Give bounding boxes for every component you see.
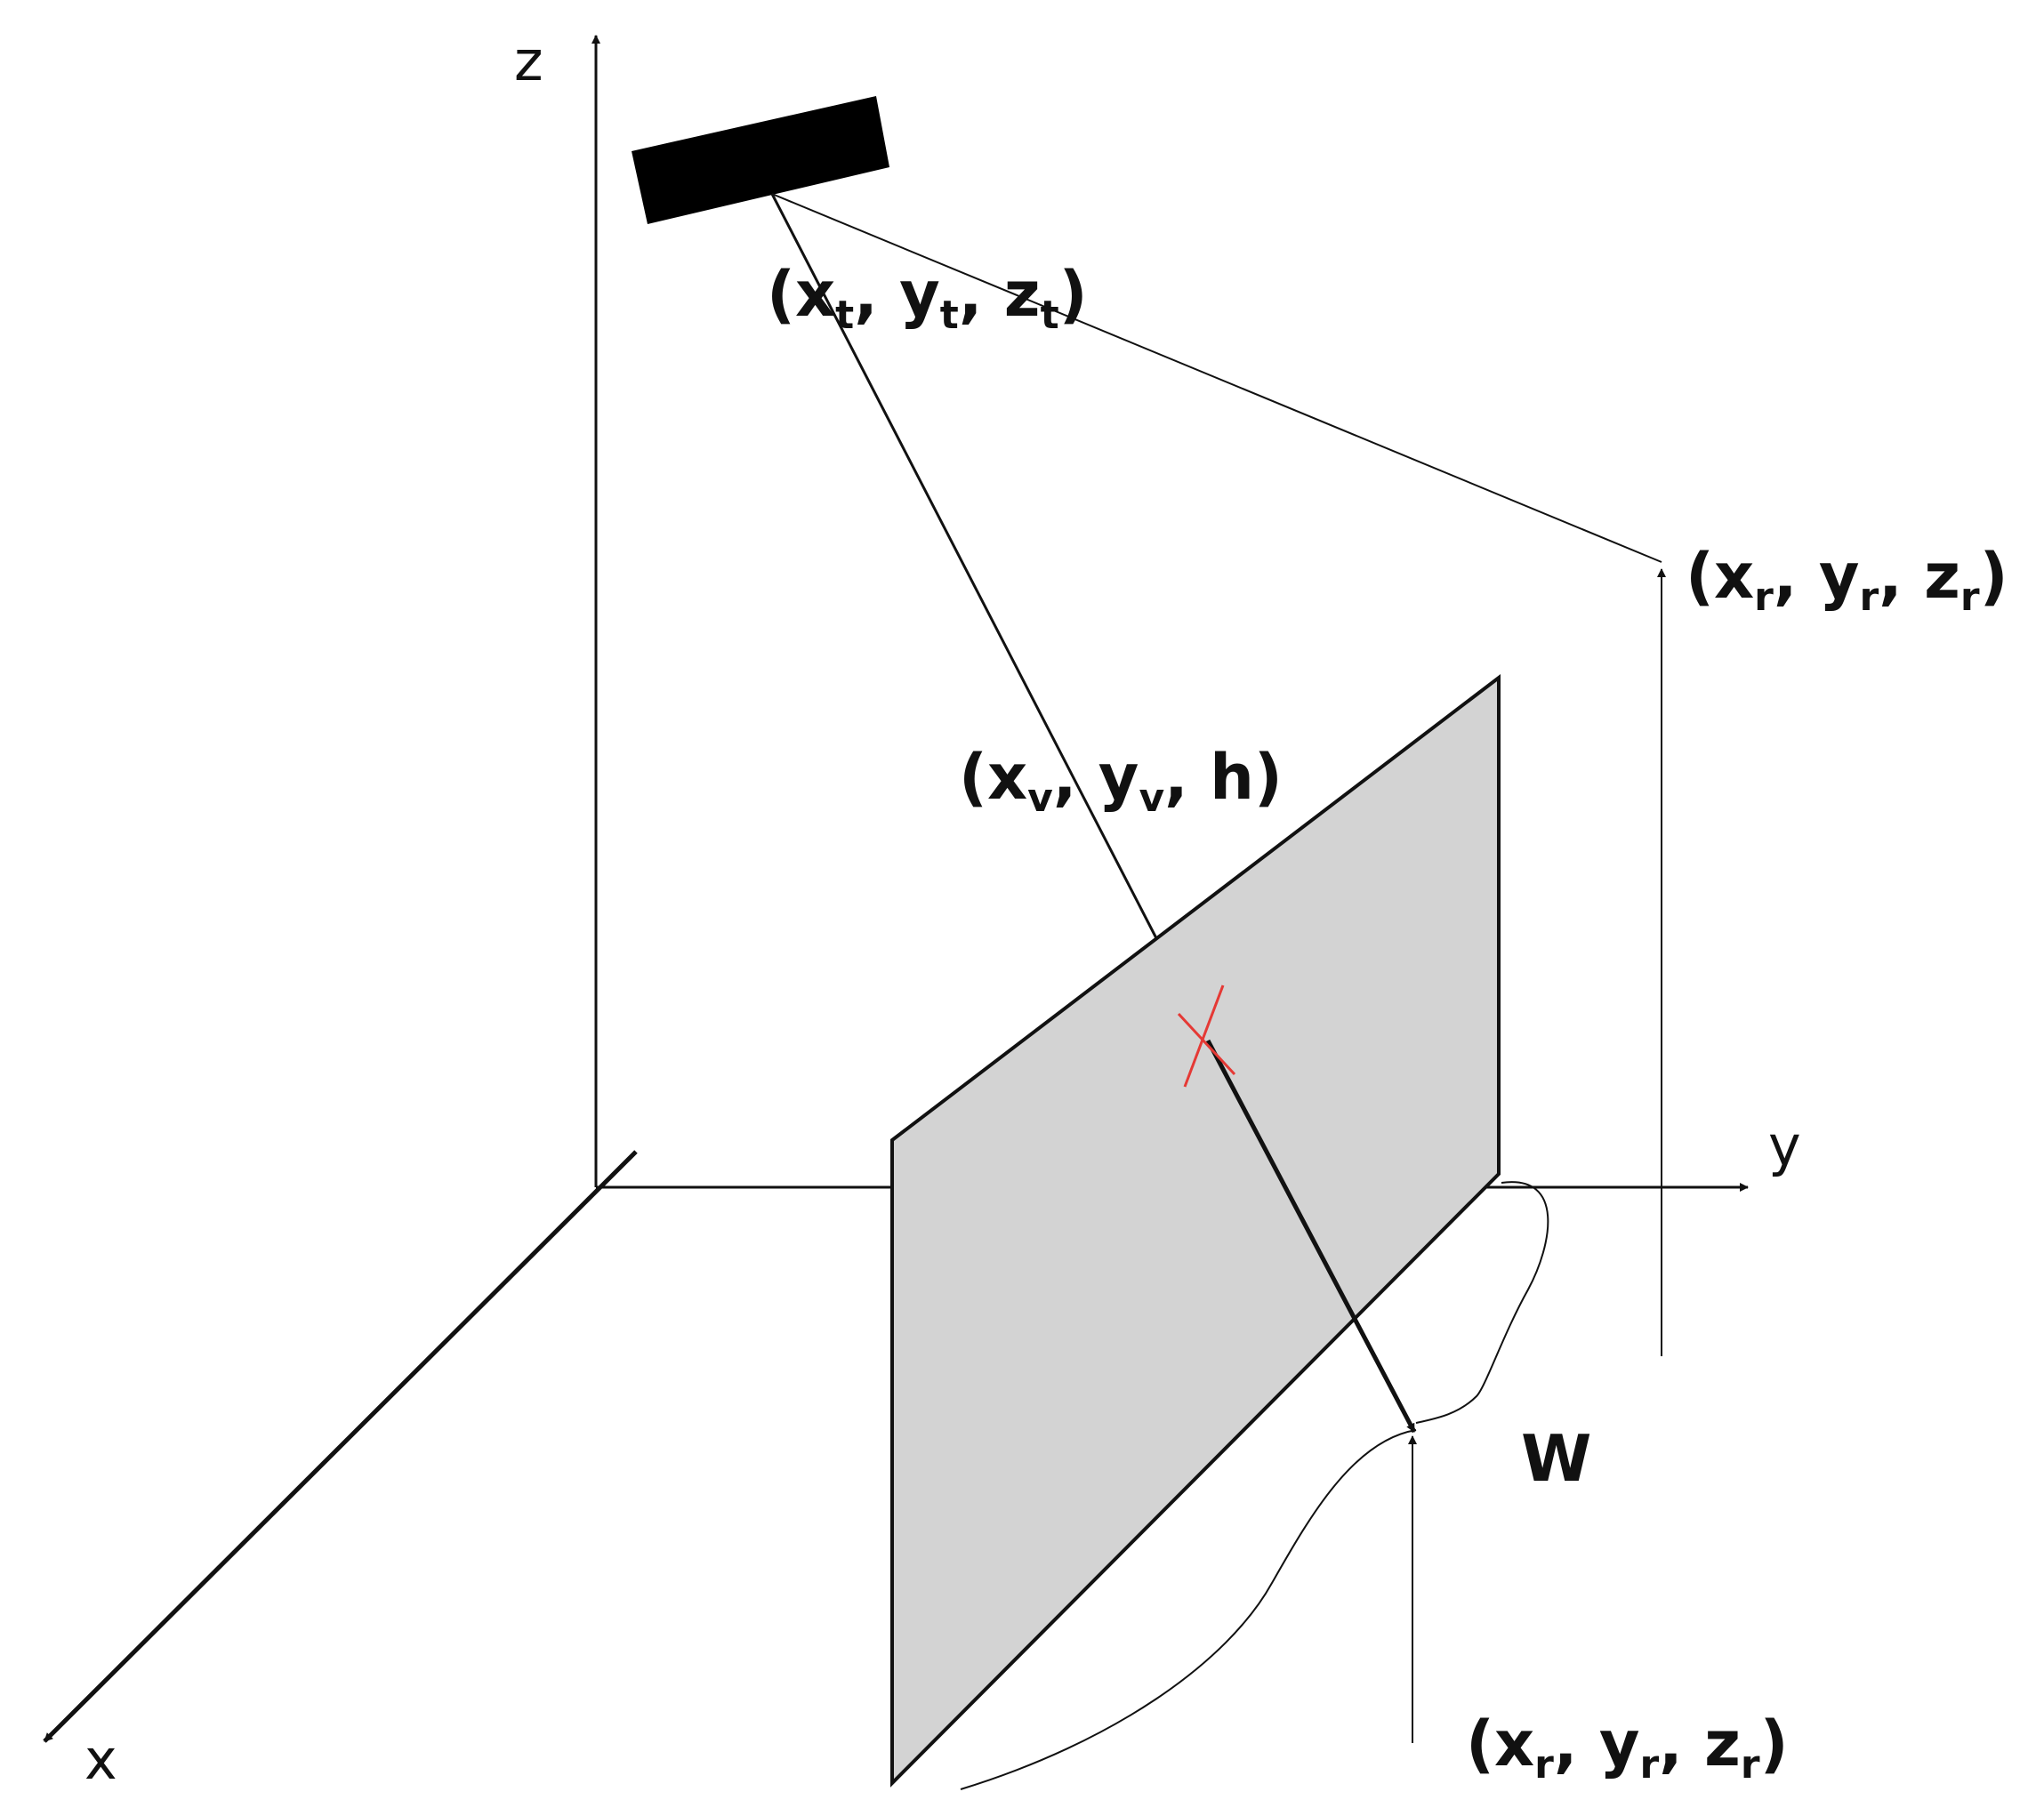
transmitter-coordinates-label: (xt, yt, zt) xyxy=(767,258,1088,338)
z-axis-label: z xyxy=(514,28,543,93)
receiver-coordinates-label: (xr, yr, zr) xyxy=(1686,540,2008,620)
wave-curve-lower xyxy=(960,1429,1417,1790)
tx-to-edge-line xyxy=(770,193,1158,939)
x-axis xyxy=(43,1150,638,1743)
tx-rx-direct-line xyxy=(771,193,1662,563)
wall-panel xyxy=(890,673,1501,1788)
wave-curve-upper xyxy=(1415,1181,1549,1424)
w-label: W xyxy=(1521,1421,1591,1496)
vertex-coordinates-label: (xv, yv, h) xyxy=(959,741,1283,821)
receiver2-coordinates-label: (xr, yr, zr) xyxy=(1466,1708,1789,1788)
diffracted-path-line xyxy=(1205,1039,1417,1434)
transmitter-antenna xyxy=(632,96,889,224)
x-axis-label: x xyxy=(84,1727,117,1792)
diffraction-point-marker xyxy=(1177,984,1236,1088)
y-axis-label: y xyxy=(1768,1113,1801,1178)
